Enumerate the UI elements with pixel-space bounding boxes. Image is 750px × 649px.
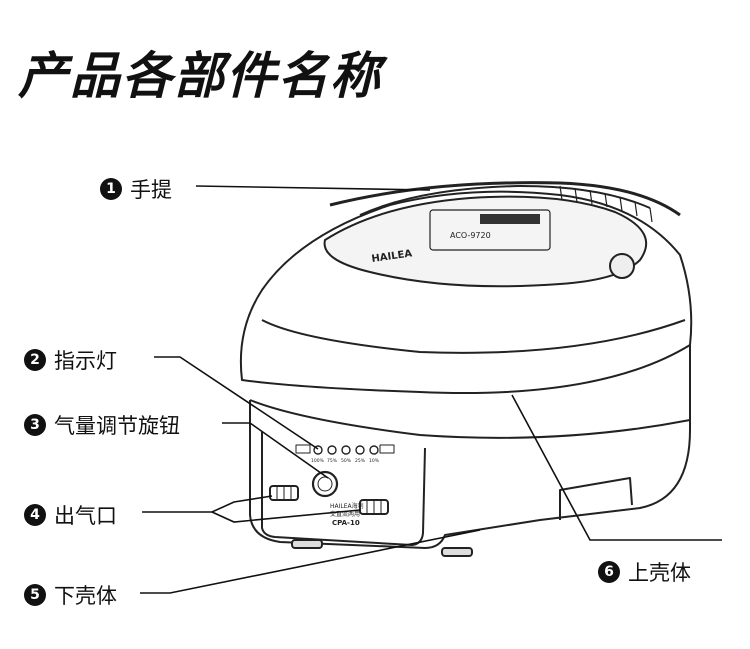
- part-label-5: 5 下壳体: [24, 580, 117, 610]
- air-outlet-right: [359, 499, 389, 515]
- part-name: 气量调节旋钮: [54, 414, 180, 438]
- handle: [329, 181, 681, 217]
- foot-right: [441, 547, 473, 557]
- panel-brand-text: HAILEA海利: [330, 502, 364, 510]
- part-name: 出气口: [54, 504, 117, 528]
- lid-label-plate: [429, 209, 551, 251]
- leader-line-6: [511, 394, 722, 541]
- leader-line-5: [140, 529, 481, 594]
- foot-left: [291, 539, 323, 549]
- leader-line-4b: [211, 509, 361, 523]
- indicator-level-3: 50%: [341, 458, 352, 464]
- top-lid: [323, 195, 648, 288]
- number-badge: 4: [24, 504, 46, 526]
- number-badge: 5: [24, 584, 46, 606]
- panel-power-text: 交直流两用: [330, 510, 360, 518]
- number-badge: 6: [598, 561, 620, 583]
- indicator-lights: [313, 445, 379, 455]
- leader-line-3: [222, 422, 329, 479]
- indicator-level-4: 25%: [355, 458, 366, 464]
- page-title: 产品各部件名称: [18, 47, 382, 105]
- leader-line-4a: [142, 495, 273, 513]
- part-label-6: 6 上壳体: [598, 557, 691, 587]
- grip-ridges: [559, 185, 653, 223]
- air-outlet-left: [269, 485, 299, 501]
- leader-line-2: [154, 356, 319, 450]
- panel-model-text: CPA-10: [332, 519, 360, 527]
- indicator-level-5: 10%: [369, 458, 380, 464]
- number-badge: 1: [100, 178, 122, 200]
- indicator-level-1: 100%: [311, 458, 325, 464]
- part-label-2: 2 指示灯: [24, 345, 117, 375]
- part-name: 手提: [130, 178, 172, 202]
- side-button: [609, 253, 635, 279]
- lower-housing: [249, 345, 691, 549]
- number-badge: 3: [24, 414, 46, 436]
- indicator-level-2: 75%: [327, 458, 338, 464]
- leader-line-1: [195, 185, 431, 191]
- lid-model-text: ACO-9720: [450, 231, 491, 240]
- indicator-level-labels: 100% 75% 50% 25% 10%: [311, 458, 380, 464]
- part-name: 下壳体: [54, 584, 117, 608]
- upper-housing: [239, 190, 693, 395]
- control-panel: [261, 432, 426, 546]
- number-badge: 2: [24, 349, 46, 371]
- part-label-4: 4 出气口: [24, 500, 117, 530]
- part-name: 指示灯: [54, 349, 117, 373]
- part-name: 上壳体: [628, 561, 691, 585]
- part-label-3: 3 气量调节旋钮: [24, 410, 180, 440]
- part-label-1: 1 手提: [100, 174, 172, 204]
